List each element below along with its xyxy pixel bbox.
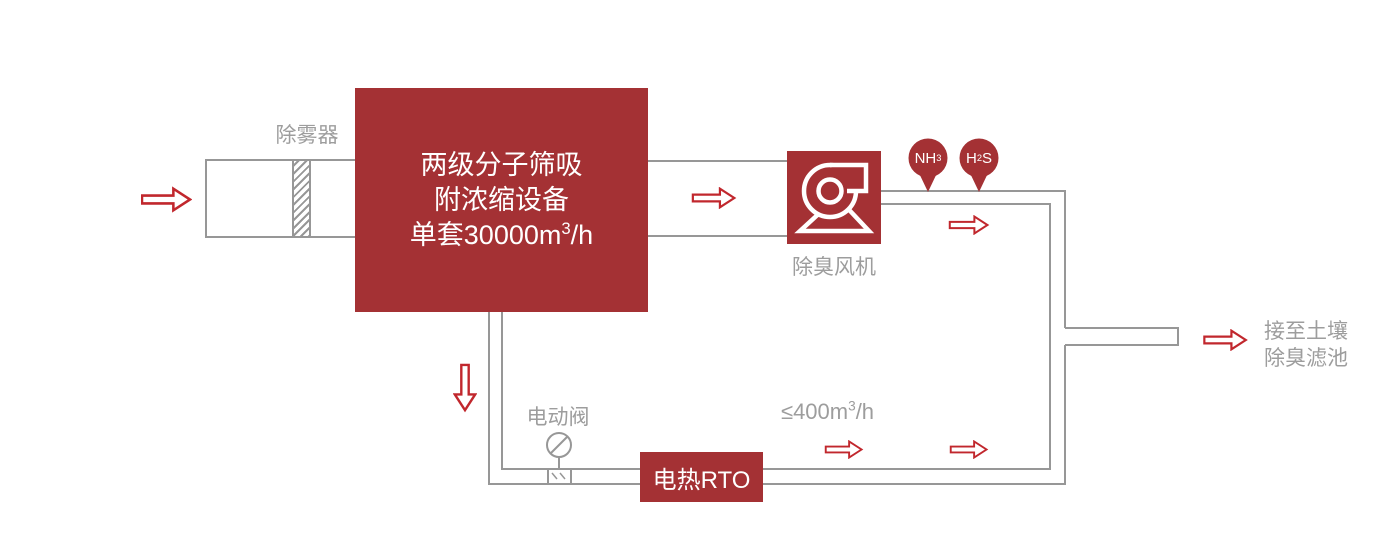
- adsorber-capacity-superscript: 3: [561, 218, 571, 238]
- demister-hatch-strip: [292, 159, 311, 238]
- adsorber-unit-text: 两级分子筛吸 附浓缩设备 单套30000m3/h: [410, 148, 593, 253]
- fan-outlet-arrow-icon: [948, 215, 990, 235]
- duct-outer-top-right: [880, 190, 1066, 328]
- motor-valve-icon: [546, 432, 572, 485]
- valve-label: 电动阀: [526, 406, 590, 429]
- outlet-label: 接至土壤 除臭滤池: [1264, 318, 1348, 372]
- flow-limit-label: ≤400m3/h: [781, 398, 875, 424]
- recirculation-down-arrow-icon: [453, 363, 477, 413]
- h2s-pin-icon: [959, 138, 999, 192]
- nh3-pin-icon: [908, 138, 948, 192]
- outlet-label-line1: 接至土壤: [1264, 320, 1348, 343]
- rto-outlet-arrow-icon: [824, 440, 864, 459]
- outlet-label-line2: 除臭滤池: [1264, 347, 1348, 370]
- duct-branch-stub: [1065, 327, 1179, 346]
- valve-actuator-slash: [550, 436, 568, 454]
- rto-box: 电热RTO: [640, 452, 763, 502]
- fan-label: 除臭风机: [792, 256, 876, 279]
- outlet-branch-arrow-icon: [1203, 329, 1248, 351]
- duct-inner-wall: [501, 203, 1051, 470]
- duct-outer-bottom-left: [488, 312, 1066, 485]
- valve-body: [547, 468, 572, 485]
- bottom-duct-arrow-icon: [949, 440, 989, 459]
- adsorber-to-fan-arrow-icon: [691, 187, 737, 209]
- adsorber-line3: 单套30000m3/h: [409, 218, 594, 250]
- adsorber-unit-box: 两级分子筛吸 附浓缩设备 单套30000m3/h: [355, 88, 648, 312]
- adsorber-line1: 两级分子筛吸: [420, 149, 583, 180]
- inlet-flow-arrow-icon: [141, 186, 192, 213]
- rto-label: 电热RTO: [652, 466, 751, 494]
- valve-body-ticks: [551, 472, 566, 480]
- demister-label: 除雾器: [275, 124, 339, 147]
- adsorber-line2: 附浓缩设备: [433, 184, 569, 215]
- inlet-duct: [205, 159, 357, 238]
- centrifugal-fan-icon: [794, 162, 875, 234]
- deodorizing-fan-box: [787, 151, 881, 244]
